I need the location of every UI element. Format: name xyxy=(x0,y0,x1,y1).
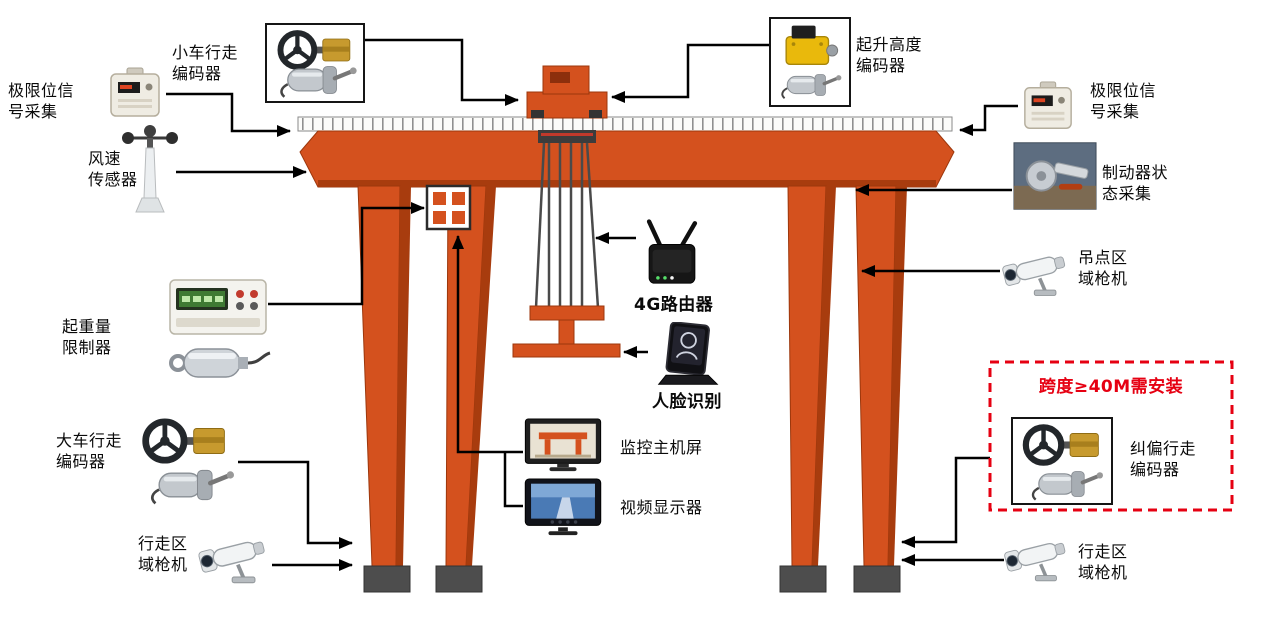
callout-line-limit-left xyxy=(166,92,291,137)
gantry-crane xyxy=(297,65,955,593)
crane-trolley xyxy=(526,65,608,143)
handwheel-encoder-icon xyxy=(146,422,225,460)
label-4g-router: 4G路由器 xyxy=(634,295,714,315)
label-span-note: 跨度≥40M需安装 xyxy=(1038,377,1184,397)
gantry-encoder-image xyxy=(146,422,234,503)
callout-line-weight-limiter xyxy=(268,202,425,306)
callout-line-correction-encoder xyxy=(901,456,990,548)
crane-left-legs xyxy=(357,185,496,567)
label-travel-camera-right: 行走区 域枪机 xyxy=(1078,542,1128,583)
label-limit-signal-right: 极限位信 号采集 xyxy=(1090,81,1157,122)
label-monitoring-host-screen: 监控主机屏 xyxy=(620,438,703,457)
weight-limiter-image xyxy=(169,279,270,377)
device-images xyxy=(110,17,1234,585)
callout-line-trolley-encoder xyxy=(364,38,519,106)
crane-spreader xyxy=(512,305,621,358)
label-brake-status: 制动器状 态采集 xyxy=(1102,163,1169,204)
crane-feet xyxy=(363,565,901,593)
cctv-camera-hook-icon xyxy=(1000,250,1069,298)
label-load-weight-limiter: 起重量 限制器 xyxy=(62,317,112,358)
cctv-camera-left-icon xyxy=(196,535,268,585)
label-hoist-height-encoder: 起升高度 编码器 xyxy=(856,35,923,76)
callout-line-gantry-encoder xyxy=(238,460,353,549)
weight-indicator-icon xyxy=(169,279,267,335)
brake-status-photo-icon xyxy=(1012,141,1098,211)
limit-signal-box-left-icon xyxy=(110,67,160,117)
hoist-encoder-image xyxy=(769,17,851,107)
label-face-recognition: 人脸识别 xyxy=(652,392,722,412)
router-4g-icon xyxy=(649,222,695,284)
crane-right-legs xyxy=(787,185,907,567)
callout-lines xyxy=(166,38,1018,571)
load-cell-icon xyxy=(171,349,270,377)
limit-signal-box-right-icon xyxy=(1024,81,1072,129)
label-limit-signal-left: 极限位信 号采集 xyxy=(8,81,75,122)
callout-line-limit-right xyxy=(959,104,1018,136)
cctv-camera-right-icon xyxy=(1002,536,1069,583)
span-warning-dashed-box xyxy=(988,360,1234,512)
callout-line-monitors xyxy=(452,235,523,454)
label-correction-encoder: 纠偏行走 编码器 xyxy=(1130,439,1197,480)
crane-hoist-ropes xyxy=(534,142,600,309)
face-recognition-terminal-icon xyxy=(657,322,719,386)
label-hook-area-camera: 吊点区 域枪机 xyxy=(1078,248,1128,289)
label-wind-sensor: 风速 传感器 xyxy=(88,149,138,190)
label-travel-camera-left: 行走区 域枪机 xyxy=(138,534,188,575)
callout-line-video-display xyxy=(503,452,523,508)
video-display-icon xyxy=(524,478,602,536)
trolley-encoder-image xyxy=(265,23,365,103)
rotary-encoder-icon xyxy=(152,470,234,503)
label-video-display: 视频显示器 xyxy=(620,498,703,517)
monitoring-host-screen-icon xyxy=(524,418,602,472)
label-gantry-travel-encoder: 大车行走 编码器 xyxy=(56,431,123,472)
crane-girder xyxy=(297,116,955,188)
callout-line-hoist-encoder xyxy=(611,43,770,103)
correction-encoder-image xyxy=(1011,417,1113,505)
label-trolley-travel-encoder: 小车行走 编码器 xyxy=(172,43,239,84)
crane-cabin-box xyxy=(425,184,472,231)
